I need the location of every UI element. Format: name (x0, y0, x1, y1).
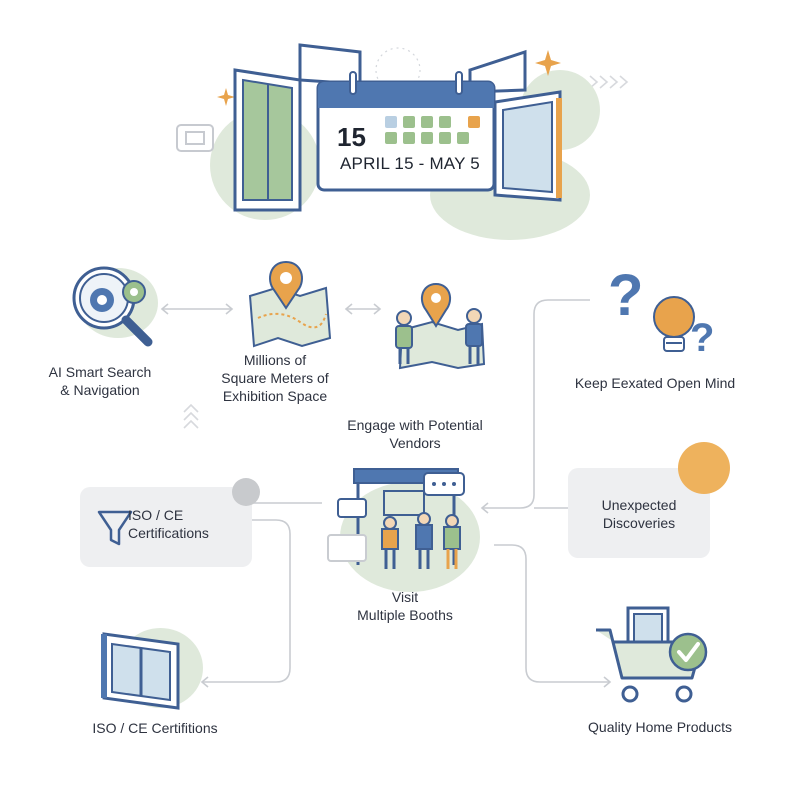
people-map-icon (395, 282, 486, 370)
discoveries-label: Unexpected Discoveries (601, 497, 677, 531)
engage-label: Engage with Potential Vendors (347, 417, 483, 451)
window-frame-icon (101, 632, 180, 710)
question-bulb-icon: ? ? (608, 263, 714, 360)
funnel-icon (97, 510, 133, 546)
visit-booths-label: Visit Multiple Booths (357, 589, 453, 623)
card-dot (232, 478, 260, 506)
discoveries-dot (678, 442, 730, 494)
shopping-cart-icon (596, 606, 708, 703)
svg-text:?: ? (608, 263, 643, 328)
exhibition-label: Millions of Square Meters of Exhibition … (221, 352, 329, 404)
map-pin-icon (248, 260, 332, 348)
open-mind-label: Keep Eexated Open Mind (574, 375, 736, 391)
certifications-card-label: ISO / CE Certifications (128, 507, 209, 541)
booth-icon (327, 468, 465, 569)
svg-text:?: ? (690, 316, 714, 360)
window-icon (176, 43, 562, 212)
calendar-day: 15 (337, 122, 366, 152)
quality-products-label: Quality Home Products (588, 719, 732, 735)
calendar-range: APRIL 15 - MAY 5 (340, 154, 480, 173)
certifitions-label: ISO / CE Certifitions (92, 720, 218, 736)
magnifier-gear-icon (72, 266, 153, 347)
ai-search-label: AI Smart Search & Navigation (48, 364, 152, 398)
